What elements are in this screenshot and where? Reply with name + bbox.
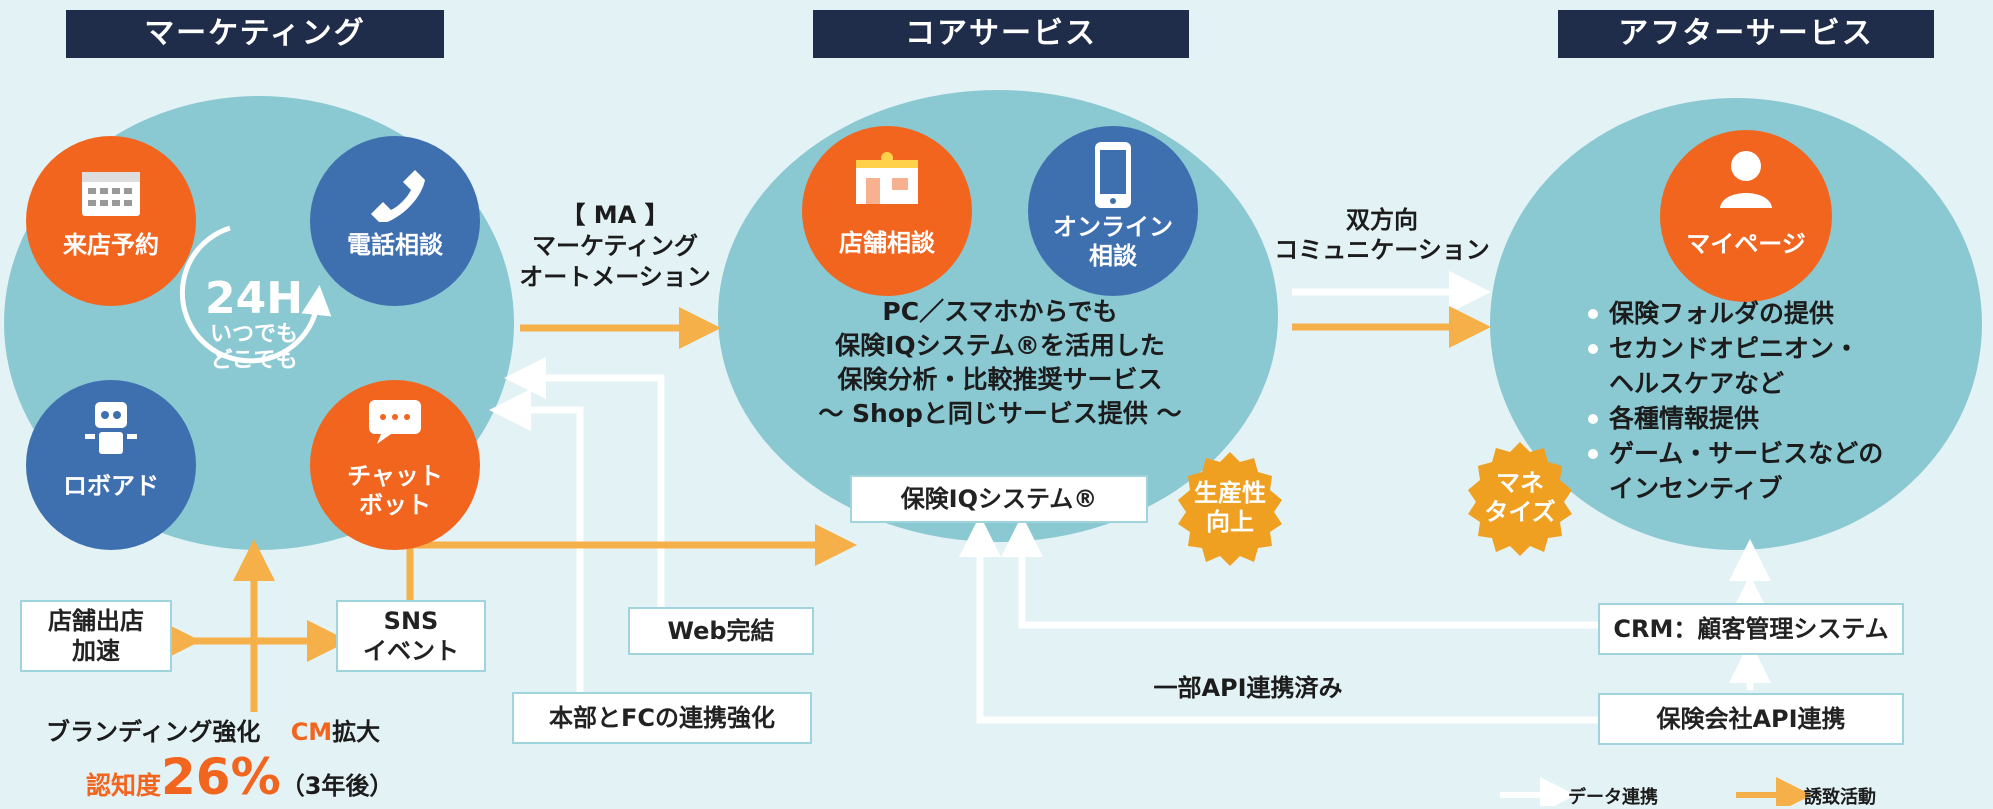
smartphone-icon xyxy=(1095,142,1131,208)
mypage-label: マイページ xyxy=(1686,230,1806,258)
robot-icon xyxy=(85,402,137,454)
cm-accent: CM xyxy=(290,718,333,746)
api-label: 一部API連携済み xyxy=(1153,674,1343,702)
feature-item: 保険フォルダの提供 xyxy=(1585,296,1945,331)
phone-consultation-label: 電話相談 xyxy=(347,231,443,259)
monetize-badge: マネ タイズ xyxy=(1462,440,1578,556)
store-consultation-circle[interactable]: 店舗相談 xyxy=(802,126,972,296)
awareness-title: 認知度 xyxy=(86,771,162,800)
chatbot-label: チャット ボット xyxy=(347,462,443,519)
crm-box[interactable]: CRM：顧客管理システム xyxy=(1598,603,1904,655)
store-icon xyxy=(856,152,918,204)
chatbot-circle[interactable]: チャット ボット xyxy=(310,380,480,550)
section-title-marketing: マーケティング xyxy=(66,10,444,58)
awareness-value: 26% xyxy=(161,748,281,806)
bidirectional-label: 双方向 コミュニケーション xyxy=(1274,206,1490,264)
store-opening-box[interactable]: 店舗出店 加速 xyxy=(20,600,172,672)
core-description: PC／スマホからでも 保険IQシステム®を活用した 保険分析・比較推奨サービス … xyxy=(818,297,1182,428)
api-arrow xyxy=(959,515,1598,724)
hq-fc-box[interactable]: 本部とFCの連携強化 xyxy=(512,692,812,744)
iq-system-box[interactable]: 保険IQシステム® xyxy=(850,475,1148,523)
chat-bubble-icon xyxy=(369,400,421,444)
phone-consultation-circle[interactable]: 電話相談 xyxy=(310,136,480,306)
branding-prefix: ブランディング強化 xyxy=(46,718,261,746)
web-complete-box[interactable]: Web完結 xyxy=(628,607,814,655)
phone-icon xyxy=(371,170,425,222)
awareness-suffix: （3年後） xyxy=(280,772,394,800)
crm-arrow xyxy=(1001,515,1598,629)
anytime-anywhere-label: いつでも どこでも xyxy=(209,322,298,373)
monetize-label: マネ タイズ xyxy=(1484,469,1556,526)
user-icon xyxy=(1720,151,1772,208)
visit-reservation-label: 来店予約 xyxy=(63,231,159,259)
after-feature-list: 保険フォルダの提供 セカンドオピニオン・ ヘルスケアなど 各種情報提供 ゲーム・… xyxy=(1585,296,1945,506)
feature-item: ゲーム・サービスなどの インセンティブ xyxy=(1585,436,1945,506)
cm-rest: 拡大 xyxy=(332,718,381,746)
legend-data-label: データ連携 xyxy=(1568,787,1658,808)
insurer-api-box[interactable]: 保険会社API連携 xyxy=(1598,693,1904,745)
robo-advisor-circle[interactable]: ロボアド xyxy=(26,380,196,550)
section-title-after: アフターサービス xyxy=(1558,10,1934,58)
sns-arrow xyxy=(406,524,857,603)
ma-label: 【 MA 】 マーケティング オートメーション xyxy=(519,201,711,291)
awareness-label: 認知度26%（3年後） xyxy=(86,750,526,804)
sns-event-box[interactable]: SNS イベント xyxy=(336,600,486,672)
robo-advisor-label: ロボアド xyxy=(63,472,159,500)
productivity-label: 生産性 向上 xyxy=(1194,479,1266,536)
web-arrow xyxy=(504,357,665,612)
online-consultation-circle[interactable]: オンライン 相談 xyxy=(1028,126,1198,296)
mypage-circle[interactable]: マイページ xyxy=(1660,130,1832,302)
feature-item: セカンドオピニオン・ ヘルスケアなど xyxy=(1585,331,1945,401)
h24-label: 24H xyxy=(204,273,304,324)
visit-reservation-circle[interactable]: 来店予約 xyxy=(26,136,196,306)
feature-item: 各種情報提供 xyxy=(1585,401,1945,436)
productivity-badge: 生産性 向上 xyxy=(1172,450,1288,566)
store-consultation-label: 店舗相談 xyxy=(839,229,935,257)
hq-arrow xyxy=(489,389,584,692)
legend-attract-label: 誘致活動 xyxy=(1804,787,1876,808)
online-consultation-label: オンライン 相談 xyxy=(1053,213,1173,270)
section-title-core: コアサービス xyxy=(813,10,1189,58)
branding-label: ブランディング強化 CM拡大 xyxy=(46,716,486,748)
calendar-icon xyxy=(82,172,140,216)
